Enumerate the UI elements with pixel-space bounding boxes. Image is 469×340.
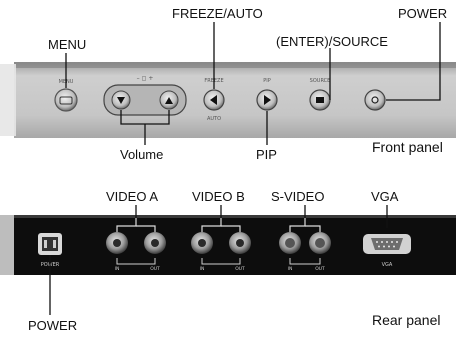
callout-volume: Volume xyxy=(120,147,164,162)
callout-enter-source: (ENTER)/SOURCE xyxy=(276,34,388,49)
volume-rocker[interactable]: – ◻ + xyxy=(103,75,187,116)
power-icon xyxy=(371,96,379,104)
rear-panel: POWER IN OUT IN OUT xyxy=(0,215,456,275)
pip-button[interactable]: PIP xyxy=(256,78,278,111)
callout-s-video: S-VIDEO xyxy=(271,189,325,204)
video-b-jacks: IN OUT xyxy=(191,232,251,272)
vga-connector: VGA xyxy=(363,234,411,268)
svg-text:SOURCE: SOURCE xyxy=(310,78,331,84)
svg-text:IN: IN xyxy=(200,266,205,272)
callout-front-power: POWER xyxy=(398,6,448,21)
arrow-right-icon xyxy=(264,95,271,105)
svg-text:IN: IN xyxy=(115,266,120,272)
front-leader-lines xyxy=(65,22,441,145)
arrow-left-icon xyxy=(210,95,217,105)
callout-menu: MENU xyxy=(48,37,87,52)
callout-freeze-auto: FREEZE/AUTO xyxy=(172,6,263,21)
arrow-up-icon xyxy=(165,97,173,104)
front-panel: MENU – ◻ + FREEZE AUTO xyxy=(0,62,456,138)
callout-rear-power: POWER xyxy=(28,318,78,333)
video-a-jacks: IN OUT xyxy=(106,232,166,272)
svg-text:PIP: PIP xyxy=(263,78,271,84)
arrow-down-icon xyxy=(117,97,125,104)
rear-panel-title: Rear panel xyxy=(372,312,441,328)
svg-text:OUT: OUT xyxy=(235,266,245,272)
svg-text:IN: IN xyxy=(288,266,293,272)
callout-video-b: VIDEO B xyxy=(192,189,245,204)
enter-source-button[interactable]: SOURCE xyxy=(309,78,331,111)
volume-up-button[interactable] xyxy=(159,90,179,110)
callout-video-a: VIDEO A xyxy=(106,189,159,204)
front-power-button[interactable] xyxy=(364,89,386,111)
callout-pip: PIP xyxy=(256,147,277,162)
front-panel-body xyxy=(14,62,456,138)
volume-down-button[interactable] xyxy=(111,90,131,110)
rear-leader-lines-inner xyxy=(116,218,321,232)
front-panel-title: Front panel xyxy=(372,139,443,155)
svg-text:– ◻ +: – ◻ + xyxy=(137,75,154,82)
callout-vga: VGA xyxy=(371,189,399,204)
svg-text:OUT: OUT xyxy=(315,266,325,272)
rear-leader-lines xyxy=(49,205,388,315)
s-video-jacks: IN OUT xyxy=(279,232,331,272)
svg-text:AUTO: AUTO xyxy=(207,116,221,122)
svg-text:OUT: OUT xyxy=(150,266,160,272)
svg-text:VGA: VGA xyxy=(382,262,393,268)
